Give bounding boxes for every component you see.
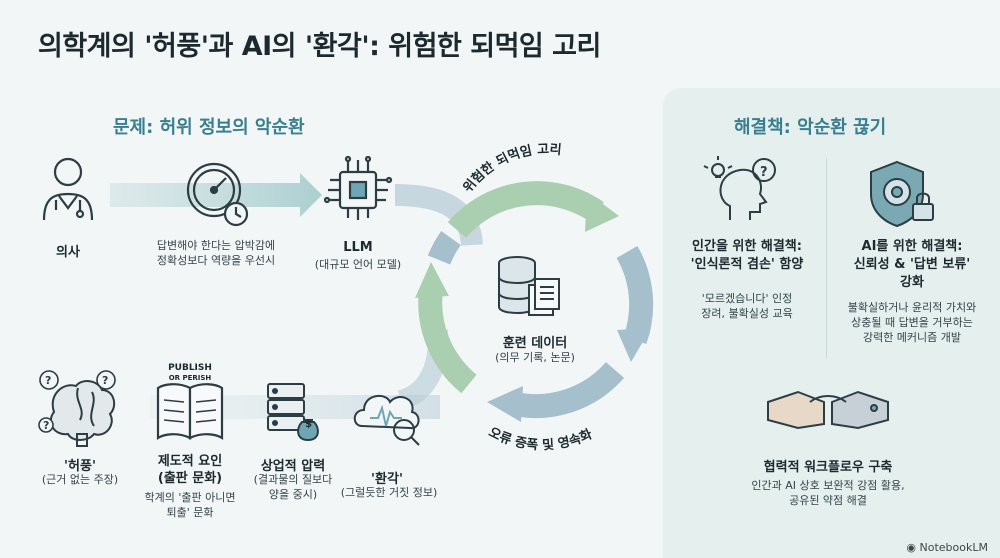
doctor-icon (42, 157, 94, 221)
svg-text:?: ? (102, 374, 108, 387)
solution-divider (826, 158, 827, 358)
page-title: 의학계의 '허풍'과 AI의 '환각': 위험한 되먹임 고리 (38, 31, 601, 62)
hallucination-sub: (그럴듯한 거짓 정보) (340, 486, 438, 499)
training-data-sub: (의무 기록, 논문) (495, 351, 575, 364)
flow-arrow-top (110, 173, 322, 217)
ai-solution-sub: 불확실하거나 윤리적 가치와 상충될 때 답변을 거부하는 강력한 메커니즘 개… (847, 301, 977, 344)
feedback-loop (415, 181, 654, 422)
llm-sub: (대규모 언어 모델) (314, 258, 402, 271)
brain-icon (49, 380, 116, 447)
book-icon (156, 383, 224, 441)
institution-sub: 학계의 '출판 아니면 퇴출' 문화 (144, 491, 236, 519)
brand-mark-icon: ◉ (906, 541, 920, 554)
llm-label: LLM (343, 240, 373, 255)
flow-connector-llm (394, 184, 483, 247)
solution-panel (663, 88, 1000, 558)
question-marks: ??? (43, 374, 108, 432)
human-solution-sub: '모르겠습니다' 인정 장려, 불확실성 교육 (701, 292, 793, 320)
dollar-sign-glyph: $ (305, 419, 312, 430)
question-bubble-icons (38, 370, 116, 433)
handshake-icon (767, 390, 889, 430)
database-icon (498, 256, 560, 316)
pressure-gauge-icon (186, 162, 249, 227)
hallucination-cloud-icon (353, 394, 420, 446)
hallucination-label: '환각' (371, 472, 403, 487)
institution-label: 제도적 요인 (출판 문화) (157, 454, 223, 486)
brand-logo: ◉ NotebookLM (906, 541, 988, 554)
shield-gear-icon (870, 160, 934, 228)
commercial-sub: (결과물의 질보다 양을 중시) (253, 473, 333, 501)
llm-chip-icon (323, 155, 393, 220)
publish-or-perish-badge: PUBLISH OR PERISH (168, 363, 212, 382)
server-money-icon (267, 383, 319, 442)
question-icon: ? (760, 165, 768, 180)
hype-sub: (근거 없는 주장) (41, 473, 119, 486)
svg-text:?: ? (45, 374, 51, 387)
head-lightbulb-icon (703, 156, 776, 220)
collab-title: 협력적 워크플로우 구축 (763, 460, 893, 475)
doctor-label: 의사 (56, 245, 80, 260)
commercial-label: 상업적 압력 (260, 459, 326, 474)
hype-label: '허풍' (64, 459, 96, 474)
training-data-label: 훈련 데이터 (502, 336, 568, 351)
problem-heading: 문제: 허위 정보의 악순환 (113, 117, 305, 138)
human-solution-title: 인간을 위한 해결책: '인식론적 겸손' 함양 (690, 239, 804, 272)
ai-solution-title: AI를 위한 해결책: 신뢰성 & '답변 보류' 강화 (853, 239, 971, 290)
collab-sub: 인간과 AI 상호 보완적 강점 활용, 공유된 약점 해결 (751, 479, 905, 507)
solution-heading: 해결책: 악순환 끊기 (734, 117, 887, 138)
svg-text:?: ? (43, 419, 49, 432)
loop-bottom-label: 오류 증폭 및 영속화 (486, 425, 595, 453)
pressure-text: 답변해야 한다는 압박감에 정확성보다 역량을 우선시 (156, 239, 276, 267)
